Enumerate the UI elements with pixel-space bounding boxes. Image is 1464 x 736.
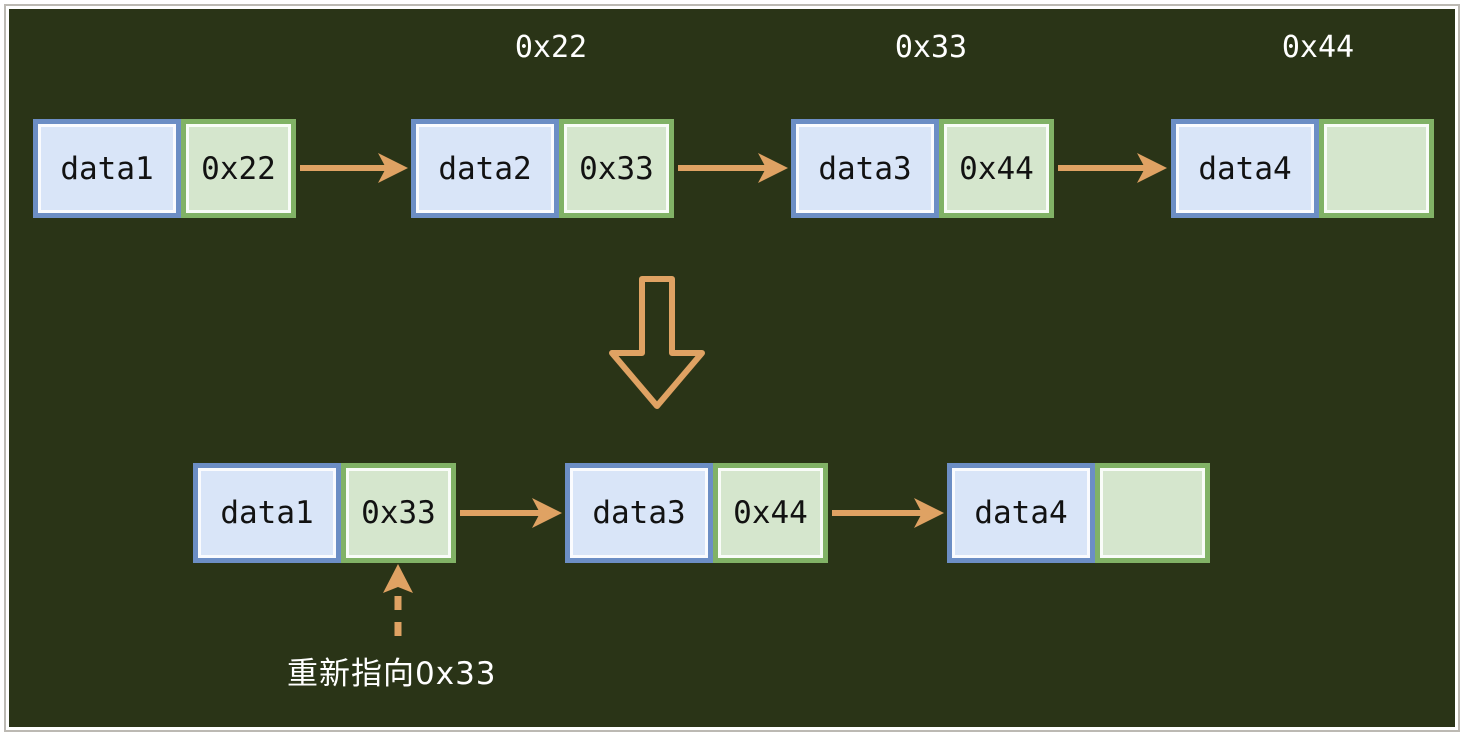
bottom-node-data3: data3 0x44 [565, 463, 828, 563]
repoint-dashed-arrow [383, 564, 413, 641]
arrow-head [758, 153, 788, 183]
repoint-annotation: 重新指向0x33 [287, 656, 497, 692]
top-node-data3-data-cell: data3 [791, 119, 939, 218]
frame-inner-line [6, 6, 1458, 730]
bottom-node-data4: data4 [947, 463, 1210, 563]
top-node-data1-pointer-cell: 0x22 [181, 119, 296, 218]
frame-gray-line [4, 4, 1460, 732]
top-node-data1-data-cell: data1 [33, 119, 181, 218]
transform-down-arrow [609, 276, 705, 409]
top-node-data2-data-cell: data2 [411, 119, 559, 218]
bottom-node-data1-pointer-cell: 0x33 [341, 463, 456, 563]
address-label-0x22: 0x22 [514, 30, 588, 65]
top-node-data1: data1 0x22 [33, 119, 296, 218]
top-node-data2: data2 0x33 [411, 119, 674, 218]
arrow-head [383, 564, 413, 593]
top-node-data3: data3 0x44 [791, 119, 1054, 218]
bottom-node-data3-pointer-cell: 0x44 [713, 463, 828, 563]
arrow-head [1137, 153, 1167, 183]
top-node-data2-pointer-cell: 0x33 [559, 119, 674, 218]
arrow-head [914, 498, 944, 528]
arrow-bottom-data3-to-data4 [832, 498, 944, 528]
address-label-0x33: 0x33 [894, 30, 968, 65]
top-node-data4: data4 [1171, 119, 1434, 218]
arrow-head [532, 498, 562, 528]
arrow-bottom-data1-to-data3 [460, 498, 562, 528]
top-node-data4-data-cell: data4 [1171, 119, 1319, 218]
address-label-0x44: 0x44 [1281, 30, 1355, 65]
arrow-head [378, 153, 408, 183]
top-node-data3-pointer-cell: 0x44 [939, 119, 1054, 218]
arrow-data3-to-data4 [1058, 153, 1167, 183]
arrow-data1-to-data2 [300, 153, 408, 183]
bottom-node-data1-data-cell: data1 [193, 463, 341, 563]
arrow-data2-to-data3 [678, 153, 788, 183]
bottom-node-data3-data-cell: data3 [565, 463, 713, 563]
bottom-node-data1: data1 0x33 [193, 463, 456, 563]
bottom-node-data4-data-cell: data4 [947, 463, 1095, 563]
bottom-node-data4-pointer-cell [1095, 463, 1210, 563]
top-node-data4-pointer-cell [1319, 119, 1434, 218]
